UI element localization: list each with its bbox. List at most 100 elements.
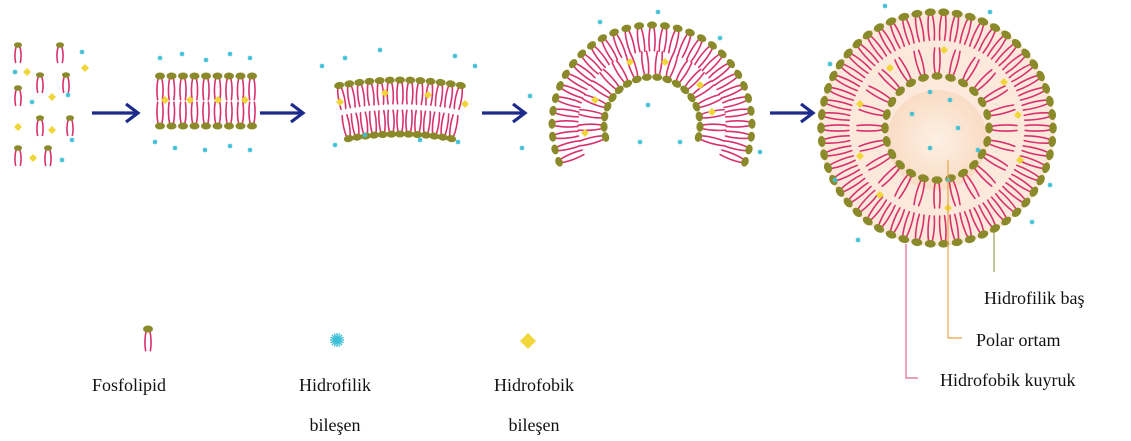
phospholipid (155, 73, 165, 100)
phospholipid (247, 102, 257, 129)
phospholipid (167, 73, 177, 100)
phospholipid (669, 24, 684, 54)
hydrophilic-compound (343, 56, 348, 61)
hydrophilic-compound (718, 36, 723, 41)
legend-icons (143, 326, 536, 351)
phospholipid (36, 115, 44, 135)
hydrophilic-compound (153, 140, 158, 145)
phospholipid (14, 42, 22, 62)
phospholipid (412, 111, 422, 139)
phospholipid (178, 102, 188, 129)
phospholipid (374, 77, 384, 105)
flat-bilayer-stage (153, 52, 257, 153)
hydrophobic-compound (48, 93, 56, 101)
hydrophilic-compound (180, 52, 185, 57)
phospholipid (709, 57, 737, 81)
phospholipid (44, 145, 52, 165)
phospholipid (201, 102, 211, 129)
phospholipid (548, 119, 577, 129)
phospholipid (702, 48, 728, 74)
hydrophilic-compound (928, 146, 933, 151)
phospholipid (201, 73, 211, 100)
phospholipid (213, 73, 223, 100)
hydrophobic-compound-icon (520, 333, 536, 349)
phospholipid (726, 119, 755, 129)
hydrophobic-compound (708, 108, 716, 116)
phospholipid (555, 80, 585, 98)
phospholipid (36, 72, 44, 92)
hydrophilic-compound (473, 64, 478, 69)
hydrophilic-compound (70, 138, 75, 143)
hydrophilic-compound (678, 140, 683, 145)
free-phospholipids-stage (13, 42, 89, 165)
legend-phospholipid-label: Fosfolipid (92, 374, 166, 396)
phospholipid (551, 92, 581, 107)
hydrophilic-compound-icon (330, 333, 344, 347)
hydrophilic-compound (828, 62, 833, 67)
phospholipid (405, 77, 415, 104)
hydrophilic-compound (173, 146, 178, 151)
hydrophilic-compound (378, 48, 383, 53)
phospholipid (720, 150, 750, 168)
hydrophilic-compound (203, 148, 208, 153)
hydrophilic-compound (204, 58, 209, 63)
right-arrow-icon (482, 104, 525, 122)
liposome-inner-core (887, 90, 987, 190)
phospholipid (213, 102, 223, 129)
hydrophilic-compound (418, 138, 423, 143)
phospholipid (236, 73, 246, 100)
hydrophilic-compound (363, 133, 368, 138)
phospholipid (549, 131, 579, 142)
hydrophobic-tail-label: Hidrofobik kuyruk (940, 369, 1075, 391)
hydrophilic-compound (758, 150, 763, 155)
phospholipid (723, 141, 753, 155)
right-arrow-icon (260, 104, 303, 122)
phospholipid (578, 122, 608, 132)
hydrophilic-compound (158, 56, 163, 61)
phospholipid (56, 42, 64, 62)
semicircle-bilayer-stage (520, 10, 763, 168)
right-arrow-icon (92, 104, 138, 122)
phospholipid (425, 77, 436, 105)
hydrophilic-compound (60, 158, 65, 163)
phospholipid (247, 73, 257, 100)
hydrophilic-compound (646, 103, 651, 108)
hydrophobic-compound (48, 126, 56, 134)
hydrophilic-compound (453, 54, 458, 59)
phospholipid (696, 122, 726, 132)
phospholipid (14, 85, 22, 105)
phospholipid (66, 115, 74, 135)
hydrophilic-compound (528, 94, 533, 99)
phospholipid (554, 150, 584, 168)
hydrophobic-compound (696, 81, 704, 89)
hydrophilic-compound (333, 143, 338, 148)
hydrophilic-compound (928, 90, 933, 95)
phospholipid (567, 57, 595, 81)
phospholipid (415, 77, 425, 105)
phospholipid (695, 39, 719, 67)
hydrophilic-compound (656, 10, 661, 15)
legend-hydrophilic-line1: Hidrofilik (280, 374, 390, 396)
hydrophilic-compound (638, 140, 643, 145)
phospholipid (155, 102, 165, 129)
hydrophilic-compound (1048, 183, 1053, 188)
hydrophobic-compound (14, 123, 22, 131)
legend-hydrophilic-line2: bileşen (280, 414, 390, 436)
legend-hydrophobic-label: Hidrofobik bileşen (478, 374, 590, 436)
hydrophilic-compound (976, 148, 981, 153)
phospholipid (579, 110, 609, 122)
hydrophobic-compound (29, 154, 37, 162)
phospholipid (576, 48, 602, 74)
hydrophilic-compound (248, 56, 253, 61)
legend-hydrophilic-label: Hidrofilik bileşen (280, 374, 390, 436)
legend-hydrophobic-line1: Hidrofobik (478, 374, 590, 396)
phospholipid (224, 73, 234, 100)
hydrophilic-compound (228, 144, 233, 149)
phospholipid (647, 21, 657, 50)
hydrophilic-compound (598, 20, 603, 25)
phospholipid (608, 27, 626, 57)
hydrophilic-compound (883, 4, 888, 9)
phospholipid (719, 80, 749, 98)
right-arrow-icon (770, 104, 813, 122)
phospholipid (190, 102, 200, 129)
